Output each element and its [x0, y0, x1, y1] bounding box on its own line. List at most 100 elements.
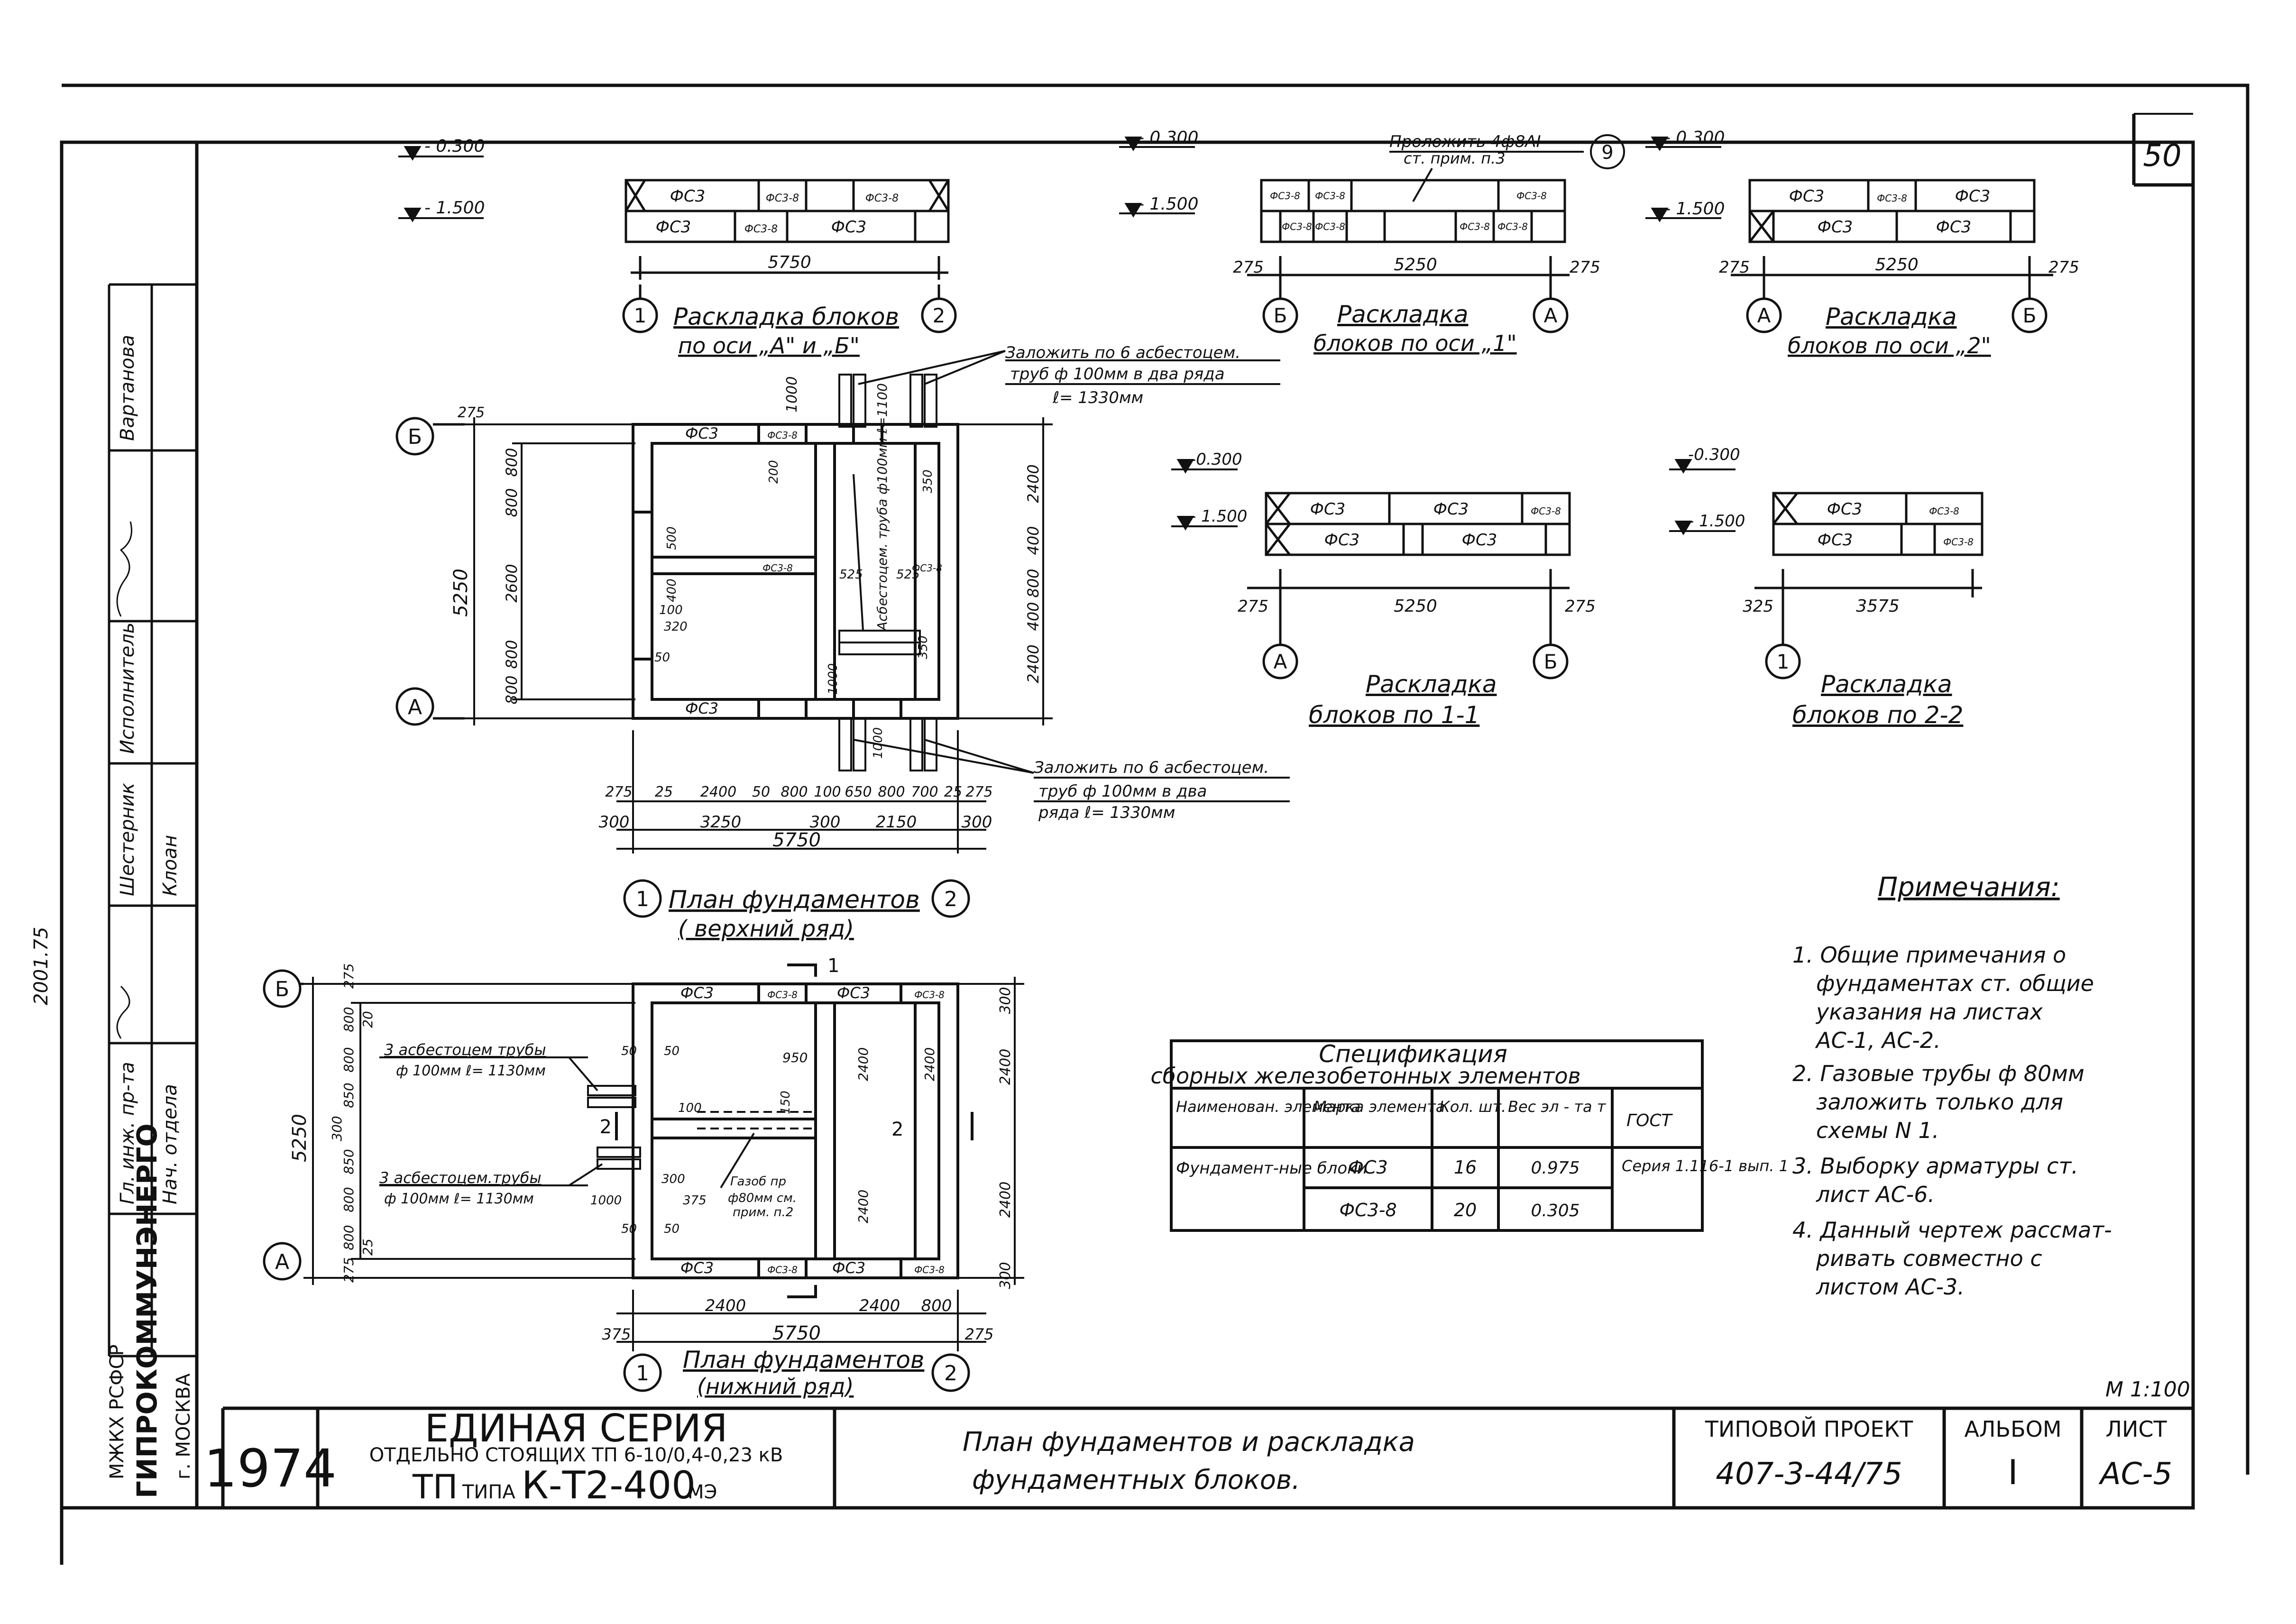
block-label: ФС3-8 [1531, 505, 1561, 517]
block-label: ФС3 [1936, 218, 1972, 237]
level-top: - 0.300 [1664, 128, 1725, 147]
inner-dim: 300 [661, 1172, 685, 1186]
dim-bottom-row2: 300 3250 300 2150 300 [599, 813, 992, 832]
inner-dim: 50 [654, 651, 670, 665]
section-title-line-1: Раскладка [1366, 670, 1497, 698]
strip-org-3: г. МОСКВА [173, 1373, 194, 1479]
inner-dim: 525 [839, 568, 863, 582]
inner-dim: 320 [664, 620, 688, 634]
pipe-note-bottom-3: ряда ℓ= 1330мм [1038, 803, 1175, 822]
dim-right-part: 800 [1024, 569, 1042, 597]
svg-text:ФС3: ФС3 [1348, 1157, 1387, 1178]
drawing-title-line-1: План фундаментов и раскладка [963, 1427, 1415, 1458]
margin-note: 2001.75 [30, 927, 52, 1005]
svg-text:АС-1, АС-2.: АС-1, АС-2. [1815, 1028, 1941, 1053]
left-strip: Гл. инж. пр-та Нач. отдела Исполнитель Ш… [30, 283, 197, 1498]
scale-label: М 1:100 [2105, 1377, 2190, 1402]
svg-text:лист АС-6.: лист АС-6. [1816, 1182, 1935, 1207]
plan-block-label: ФС3-8 [767, 430, 798, 441]
axis-marker: 1 [1777, 650, 1790, 673]
svg-text:2. Газовые трубы ф 80мм: 2. Газовые трубы ф 80мм [1792, 1061, 2085, 1086]
svg-text:100: 100 [814, 784, 841, 800]
plan-top: ФС3 ФС3-8 ФС3 ФС3-8 ФС3-8 Асбестоцем. тр… [395, 343, 1290, 942]
svg-text:300: 300 [329, 1116, 345, 1141]
section-mark-2: 2 [891, 1119, 903, 1140]
svg-text:3250: 3250 [700, 813, 742, 832]
pipe-note-2: ф 100мм ℓ= 1130мм [396, 1063, 546, 1079]
svg-text:300: 300 [997, 987, 1014, 1014]
pipe-note-bottom-2: труб ф 100мм в два [1038, 782, 1207, 801]
svg-text:Наименован. элемента: Наименован. элемента [1176, 1098, 1360, 1116]
inner-dim: 50 [621, 1044, 637, 1058]
level-bottom: - 1.500 [1190, 507, 1247, 526]
svg-text:0.975: 0.975 [1531, 1158, 1580, 1178]
spec-title-2: сборных железобетонных элементов [1150, 1063, 1580, 1089]
axis-marker: Б [2023, 304, 2037, 327]
block-label: ФС3 [656, 218, 691, 237]
section-axes-ab: - 0.300 - 1.500 ФС3 ФС3-8 ФС3-8 ФС3 ФС3-… [398, 137, 957, 358]
sheet-frame [60, 83, 2250, 1565]
sheet-label: ЛИСТ [2105, 1416, 2167, 1442]
dim-right-part: 400 [1024, 602, 1042, 631]
plan-block-label: ФС3 [685, 424, 718, 442]
strip-org-2: ГИПРОКОММУНЭНЕРГО [131, 1123, 163, 1498]
axis-marker: А [1757, 304, 1771, 327]
block-label: ФС3-8 [1877, 193, 1907, 204]
svg-text:20: 20 [360, 1011, 376, 1028]
note-marker: 9 [1601, 142, 1613, 164]
section-title-line-2: блоков по 2-2 [1792, 701, 1963, 729]
svg-text:50: 50 [752, 784, 770, 800]
axis-marker-2: 2 [944, 887, 957, 911]
plan-block-label: ФС3-8 [914, 1264, 945, 1275]
plan-block-label: ФС3-8 [912, 562, 942, 574]
plan-block-label: ФС3 [680, 1259, 714, 1277]
svg-text:650: 650 [845, 784, 872, 800]
inner-dim: 100 [659, 603, 683, 617]
dim-bottom-row1: 2400 2400 800 [705, 1296, 952, 1315]
gas-note-3: прим. п.2 [733, 1205, 793, 1220]
block-label: ФС3-8 [1516, 190, 1547, 202]
album-label: АЛЬБОМ [1964, 1416, 2061, 1442]
spec-headers: Наименован. элемента Марка элемента Кол.… [1176, 1098, 1673, 1130]
svg-text:МЭ: МЭ [688, 1481, 717, 1503]
section-mark-1: 1 [827, 955, 839, 977]
dim-vertical-part: 2600 [503, 564, 521, 602]
axis-marker-1: 1 [636, 887, 649, 911]
section-title-line-1: Раскладка [1337, 301, 1469, 328]
svg-text:фундаментах ст. общие: фундаментах ст. общие [1816, 971, 2094, 996]
svg-text:3. Выборку арматуры ст.: 3. Выборку арматуры ст. [1792, 1153, 2078, 1179]
axis-marker: А [1274, 650, 1287, 673]
strip-name-3: Вартанова [117, 335, 138, 441]
asbestos-pipes-top [838, 374, 937, 771]
gas-pipe [697, 1111, 816, 1129]
asbestos-pipes-bottom [587, 1085, 641, 1170]
inner-dim: 50 [664, 1044, 680, 1058]
inner-dim: 200 [767, 460, 781, 484]
block-label: ФС3-8 [865, 193, 899, 204]
block-label: ФС3 [1462, 531, 1497, 550]
dim-right-part: 400 [1024, 526, 1042, 555]
svg-text:0.305: 0.305 [1531, 1201, 1580, 1220]
dim-top: 275 [458, 404, 485, 421]
svg-text:указания на листах: указания на листах [1815, 999, 2043, 1025]
section-mark-2: 2 [600, 1116, 612, 1138]
plan-block-label: ФС3 [832, 1259, 865, 1277]
note-item-2: 2. Газовые трубы ф 80мм заложить только … [1792, 1061, 2085, 1143]
note-item-1: 1. Общие примечания о фундаментах ст. об… [1792, 942, 2094, 1053]
pipe-note-4: ф 100мм ℓ= 1130мм [384, 1191, 534, 1207]
notes-title: Примечания: [1878, 872, 2060, 903]
inner-dim: 1000 [826, 663, 840, 695]
dim-total: 5750 [768, 253, 811, 272]
axis-marker-b: Б [275, 977, 289, 1001]
block-label: ФС3-8 [1315, 190, 1345, 202]
strip-name-2: Клоан [159, 835, 181, 896]
strip-org-1: МЖКХ РСФСР [106, 1344, 128, 1479]
block-label: ФС3-8 [1460, 221, 1490, 232]
spec-gost: Серия 1.116-1 вып. 1 [1622, 1157, 1789, 1175]
svg-text:2400: 2400 [859, 1296, 900, 1315]
svg-text:300: 300 [962, 813, 992, 832]
svg-text:ТП: ТП [412, 1468, 458, 1506]
block-label: ФС3-8 [744, 223, 778, 235]
block-label: ФС3 [831, 218, 867, 237]
level-top: -0.300 [1688, 445, 1740, 464]
